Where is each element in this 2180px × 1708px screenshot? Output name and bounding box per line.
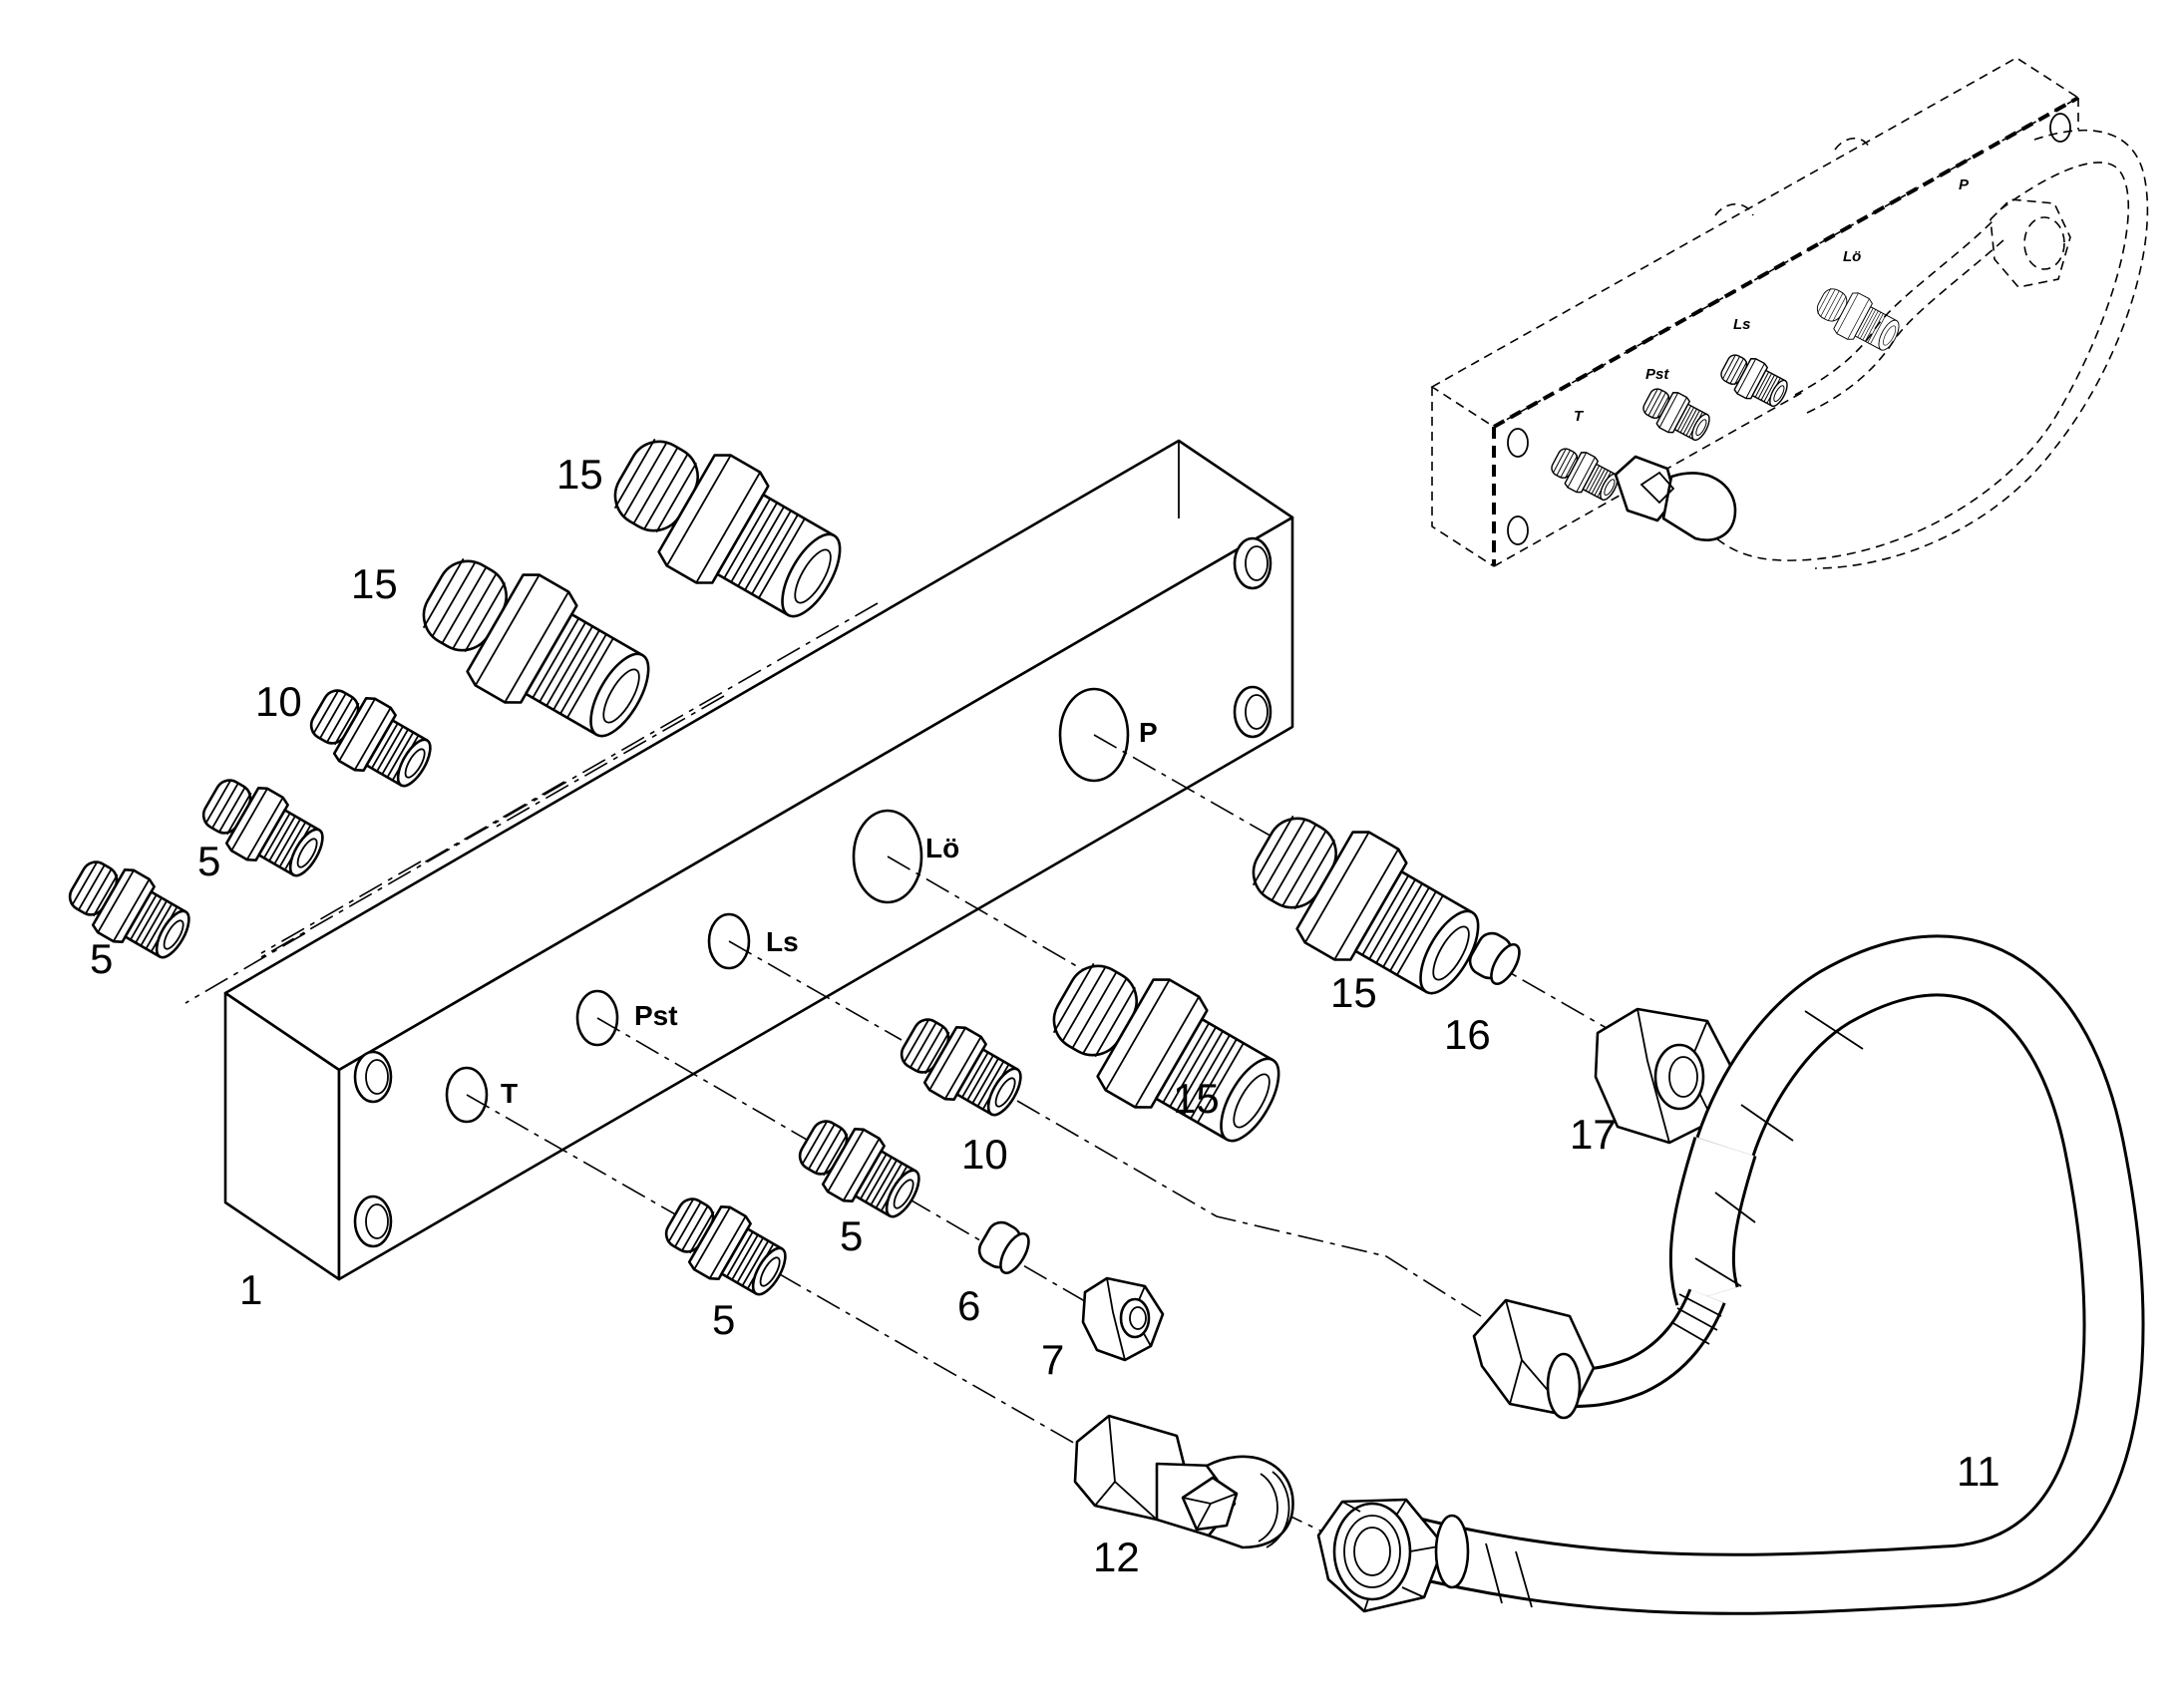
nipple-10-lower [890,1004,1034,1130]
elbow-12 [1073,1414,1294,1549]
callout-5-lower: 5 [712,1296,735,1343]
callout-10-lower: 10 [961,1131,1008,1178]
port-label-pst: Pst [634,1000,678,1031]
port-label-p: P [1139,717,1158,748]
bolt-holes [353,536,1272,1248]
callout-12: 12 [1093,1534,1140,1580]
callout-15-right: 15 [1330,969,1377,1016]
nipple-5-lower [654,1184,799,1309]
port-label-lo: Lö [925,833,959,863]
callout-15-top: 15 [556,451,603,498]
callout-15-upper: 15 [351,560,398,607]
coupling-15-top [592,412,862,642]
manifold-plate [223,439,1294,1281]
callout-7: 7 [1041,1336,1064,1383]
coupling-15-lower [1031,936,1300,1167]
sealing-ring-6 [972,1215,1036,1279]
callout-5-upper: 5 [197,838,220,884]
inset-assembled-view [1430,57,2149,569]
callout-10-upper: 10 [255,678,302,725]
inset-port-label-pst: Pst [1645,366,1669,383]
callout-5-middle: 5 [840,1212,863,1259]
inset-port-label-t: T [1574,408,1585,425]
port-label-t: T [501,1078,518,1109]
nut-17 [1594,1007,1733,1145]
callout-17: 17 [1570,1111,1617,1158]
coupling-15-upper [401,531,670,762]
inset-port-label-p: P [1959,176,1970,193]
callout-15-lower: 15 [1173,1075,1220,1122]
hose-11 [1316,934,2145,1615]
nipple-10-upper [299,675,444,801]
nut-7 [1081,1276,1165,1362]
callout-16: 16 [1444,1011,1491,1058]
callout-5-left: 5 [90,935,113,982]
nipple-5-left [58,847,202,972]
callout-1: 1 [239,1266,262,1313]
inset-port-label-lo: Lö [1843,248,1861,265]
callout-6: 6 [957,1282,980,1329]
callout-11: 11 [1957,1448,2000,1495]
inset-port-label-ls: Ls [1733,316,1751,333]
port-label-ls: Ls [766,926,799,957]
